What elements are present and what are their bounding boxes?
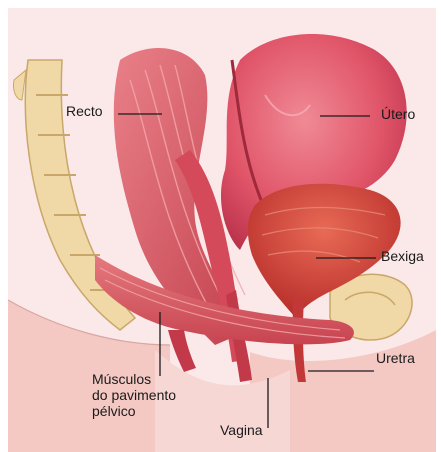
label-utero: Útero bbox=[381, 106, 415, 123]
label-bexiga: Bexiga bbox=[381, 248, 424, 265]
label-musculos-line3: pélvico bbox=[92, 403, 176, 419]
label-uretra: Uretra bbox=[376, 350, 415, 367]
label-musculos-line2: do pavimento bbox=[92, 387, 176, 403]
label-vagina: Vagina bbox=[220, 422, 263, 439]
label-recto: Recto bbox=[66, 103, 103, 120]
label-musculos-pavimento-pelvico: Músculos do pavimento pélvico bbox=[92, 371, 176, 419]
label-musculos-line1: Músculos bbox=[92, 371, 176, 387]
